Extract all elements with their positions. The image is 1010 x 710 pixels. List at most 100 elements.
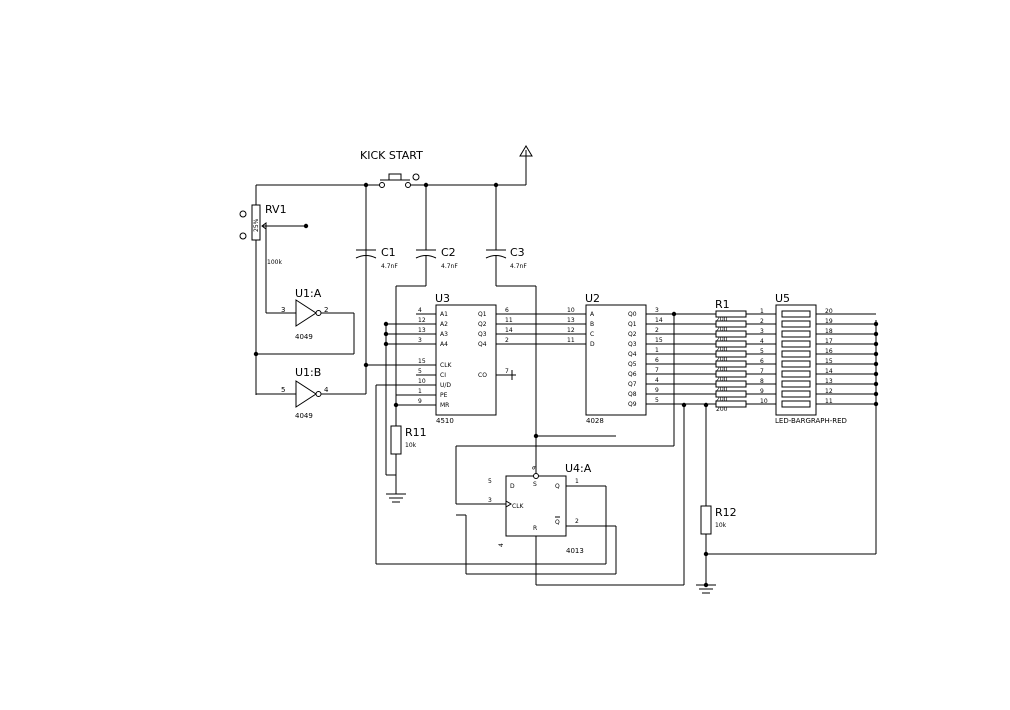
u5-pin-number: 19 [825, 318, 833, 325]
u1b-part: 4049 [295, 412, 313, 420]
u2-pin-name: Q9 [628, 401, 637, 408]
led-segment [781, 390, 811, 398]
led-segment [781, 400, 811, 408]
junction-dot [671, 311, 677, 317]
u2-label: U2 [585, 292, 600, 305]
u2-pin-name: C [590, 331, 594, 338]
u3-pin-number: 3 [418, 337, 422, 344]
u3-pin-number: 2 [505, 337, 509, 344]
u3-label: U3 [435, 292, 450, 305]
junction-dot [423, 182, 429, 188]
r1-resistor-value: 200 [716, 316, 728, 323]
r1-resistor-value: 200 [716, 406, 728, 413]
u2-pin-number: 1 [655, 347, 659, 354]
junction-dot [393, 402, 399, 408]
c3-label: C3 [510, 246, 525, 259]
u2-pin-number: 7 [655, 367, 659, 374]
u3-pin-name: U/D [440, 382, 451, 389]
led-segment [781, 380, 811, 388]
u3-pin-name: Q3 [478, 331, 487, 338]
u3-pin-name: A3 [440, 331, 448, 338]
u2-pin-number: 3 [655, 307, 659, 314]
junction-dot [383, 341, 389, 347]
u5-pin-number: 12 [825, 388, 833, 395]
r12-label: R12 [715, 506, 737, 519]
r1-resistor-value: 200 [716, 356, 728, 363]
u2-pin-name: D [590, 341, 595, 348]
junction-dot [873, 371, 879, 377]
u2-pin-name: Q6 [628, 371, 637, 378]
u3-to-u2-bus [496, 313, 586, 380]
junction-dot [873, 341, 879, 347]
led-segment [781, 330, 811, 338]
u2-pin-number: 5 [655, 397, 659, 404]
u2-pin-name: Q4 [628, 351, 637, 358]
junction-dot [253, 351, 259, 357]
u2-pin-name: Q0 [628, 311, 637, 318]
u5-pin-number: 3 [760, 328, 764, 335]
u2-chip: U2 4028 10A13B12C11D3Q014Q12Q215Q31Q46Q5… [567, 292, 716, 425]
u4-clk-num: 3 [488, 497, 492, 504]
u2-pin-number: 6 [655, 357, 659, 364]
u3-pin-name: MR [440, 402, 449, 409]
u2-pin-number: 12 [567, 327, 575, 334]
u2-pin-name: Q2 [628, 331, 637, 338]
u5-pin-number: 10 [760, 398, 768, 405]
junction-dot [703, 551, 709, 557]
led-segment [781, 320, 811, 328]
u4-vdd-num: 6 [530, 466, 537, 470]
junction-dot [533, 433, 539, 439]
u4-q-pin: Q [555, 483, 560, 490]
u4-r-pin: R [533, 525, 537, 532]
u5-pin-number: 4 [760, 338, 764, 345]
u2-pin-number: 9 [655, 387, 659, 394]
u1b-inverter: U1:B 4049 5 4 [256, 185, 367, 420]
junction-dot [493, 182, 499, 188]
u3-pin-number: 10 [418, 378, 426, 385]
u1b-out-pin: 4 [324, 386, 329, 394]
r11-value: 10k [405, 442, 417, 449]
rv1-value: 100k [267, 259, 282, 266]
u5-pin-number: 2 [760, 318, 764, 325]
c1-label: C1 [381, 246, 396, 259]
r1-resistor-value: 200 [716, 376, 728, 383]
u4-d-pin: D [510, 483, 515, 490]
r12-value: 10k [715, 522, 727, 529]
u5-pin-number: 11 [825, 398, 833, 405]
u3-pin-name: CLK [440, 362, 453, 369]
r1-label: R1 [715, 298, 730, 311]
u2-pin-name: B [590, 321, 594, 328]
u5-part: LED-BARGRAPH-RED [775, 417, 847, 425]
u5-pin-number: 8 [760, 378, 764, 385]
capacitor-c1: C1 4.7nF [355, 246, 398, 270]
junction-dot [873, 321, 879, 327]
u1a-out-pin: 2 [324, 306, 328, 314]
junction-dot [363, 182, 369, 188]
u3-part: 4510 [436, 417, 454, 425]
u3-pin-number: 6 [505, 307, 509, 314]
junction-dot [873, 391, 879, 397]
junction-dot [873, 401, 879, 407]
r1-resistor-value: 200 [716, 326, 728, 333]
c2-label: C2 [441, 246, 456, 259]
u4-clk-pin: CLK [512, 503, 525, 510]
u1a-part: 4049 [295, 333, 313, 341]
rv1-pot-value: 25% [253, 218, 260, 232]
junction-dot [873, 331, 879, 337]
u5-pin-number: 15 [825, 358, 833, 365]
r12-resistor: R12 10k [696, 405, 737, 594]
u3-pin-number: 13 [418, 327, 426, 334]
u4a-part: 4013 [566, 547, 584, 555]
led-segment [781, 350, 811, 358]
u3-pin-number: 9 [418, 398, 422, 405]
capacitor-c2: C2 4.7nF [395, 185, 458, 405]
u2-pin-name: Q5 [628, 361, 637, 368]
r1-resistor-value: 200 [716, 396, 728, 403]
u3-pin-number: 7 [505, 368, 509, 375]
u5-pin-number: 17 [825, 338, 833, 345]
c1-value: 4.7nF [381, 263, 398, 270]
